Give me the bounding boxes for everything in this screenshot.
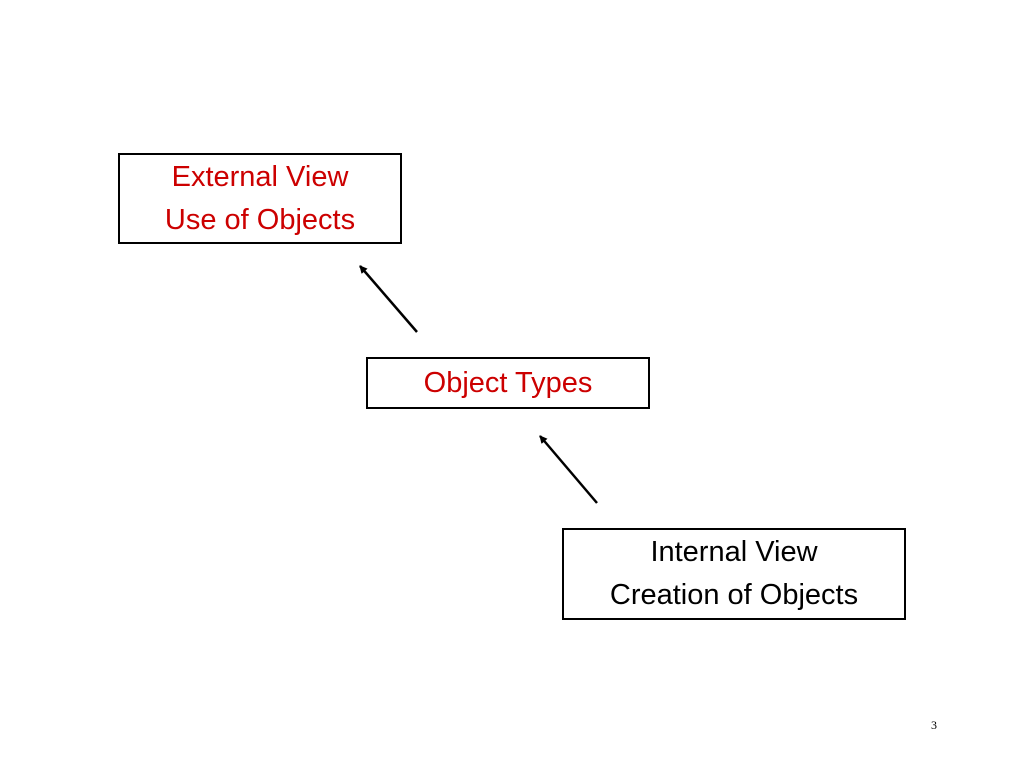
arrow-internal-view-to-object-types (539, 435, 598, 504)
external-view-title: External View (171, 160, 349, 193)
page-number: 3 (931, 718, 937, 732)
object-types-label: Object Types (423, 366, 593, 399)
external-view-box: External View Use of Objects (118, 153, 402, 244)
internal-view-box: Internal View Creation of Objects (562, 528, 906, 620)
arrow-object-types-to-external-view (359, 265, 418, 333)
external-view-subtitle: Use of Objects (164, 203, 356, 236)
object-types-box: Object Types (366, 357, 650, 409)
internal-view-subtitle: Creation of Objects (609, 579, 859, 611)
internal-view-title: Internal View (650, 536, 818, 568)
